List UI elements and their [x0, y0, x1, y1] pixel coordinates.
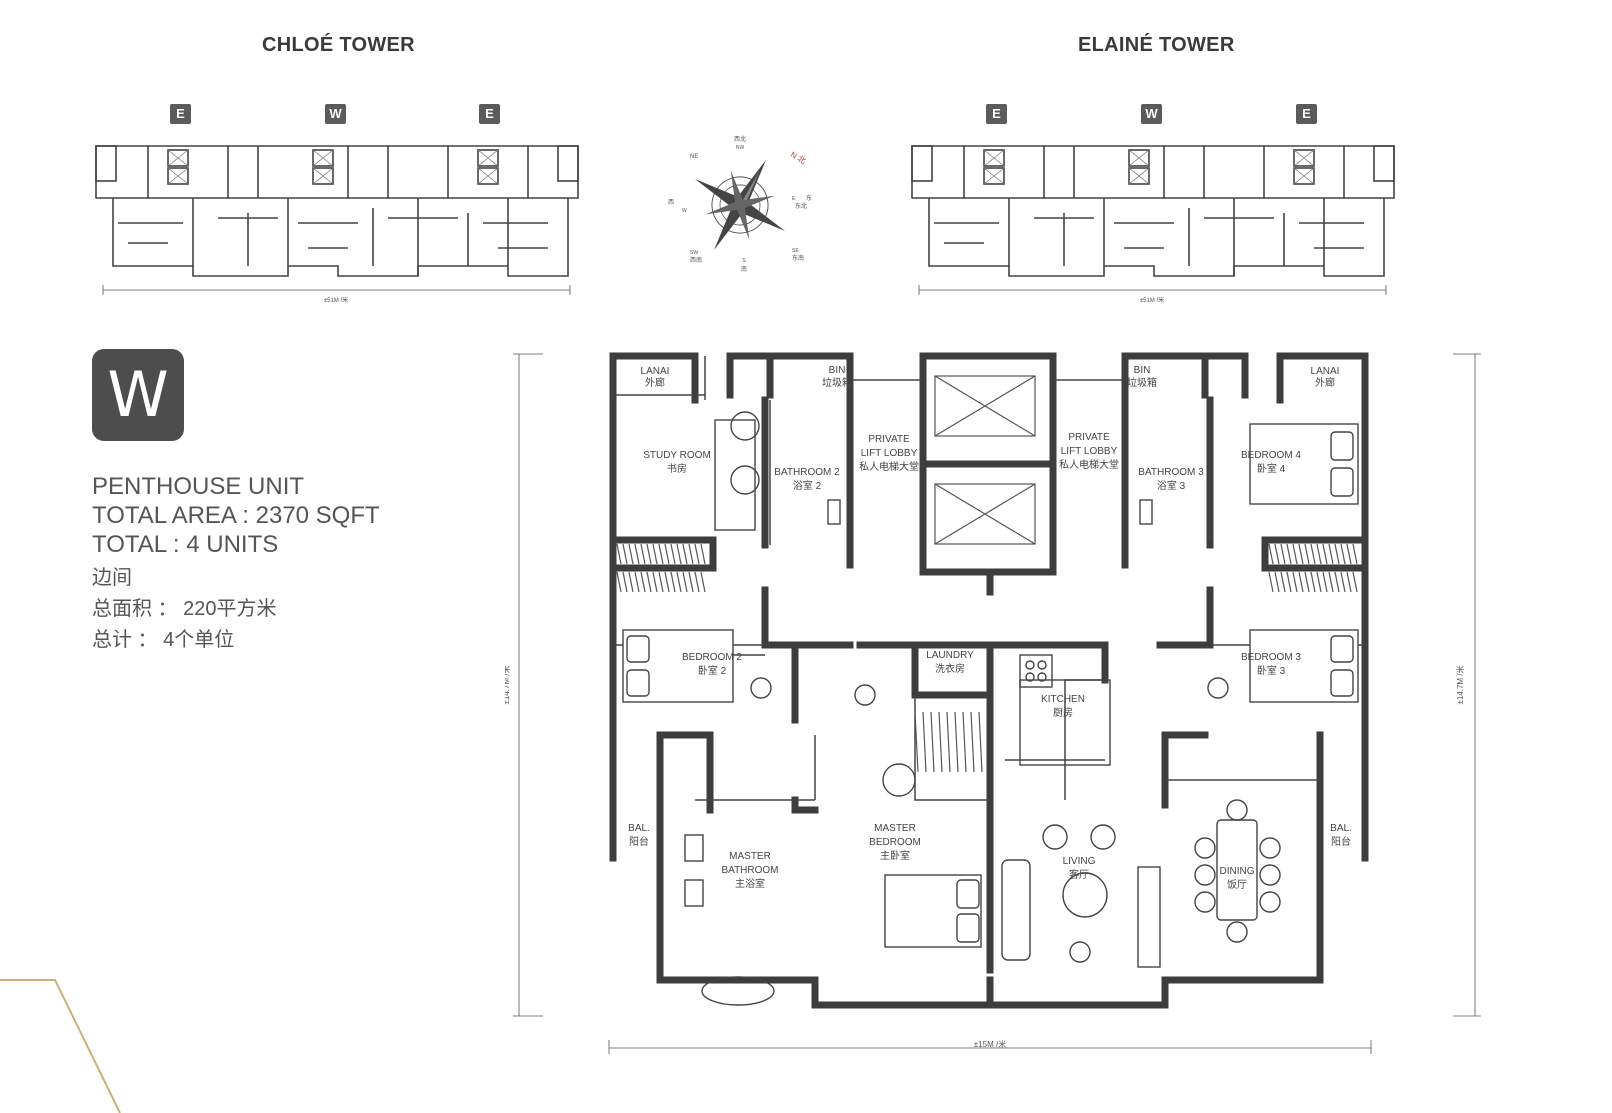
room-label-laundry: LAUNDRY [926, 650, 974, 661]
penthouse-floor-plan: ±15M /米 ±14.7M /米 ±14.7M /米 [505, 352, 1481, 1054]
plan-height-dimension: ±14.7M /米 [505, 665, 511, 704]
room-label-master-bathroom: BATHROOM [721, 865, 778, 876]
compass-label: E [792, 196, 796, 202]
unit-type: PENTHOUSE UNIT [92, 473, 305, 500]
tower-tag-east: E [986, 104, 1007, 124]
unit-type-badge: W [92, 349, 184, 441]
room-label-balcony-cn: 阳台 [1331, 835, 1351, 848]
compass-label: 西南 [690, 256, 702, 264]
tower-tag-west: W [1141, 104, 1162, 124]
room-label-bedroom-3: BEDROOM 3 [1241, 652, 1301, 663]
room-label-master-bedroom: BEDROOM [869, 837, 921, 848]
room-label-bedroom-4: BEDROOM 4 [1241, 450, 1301, 461]
room-label-lobby-cn: 私人电梯大堂 [859, 460, 919, 473]
room-label-lanai: LANAI [1311, 366, 1340, 377]
room-label-lobby: LIFT LOBBY [1061, 446, 1118, 457]
tower-tag-east: E [479, 104, 500, 124]
room-label-kitchen-cn: 厨房 [1053, 706, 1073, 719]
room-label-lobby: PRIVATE [868, 434, 910, 445]
compass-rose-icon: N 北 西北 NW NE 东北 西 W E 东 SW 西南 SE 东南 S 南 [668, 135, 812, 273]
room-label-kitchen: KITCHEN [1041, 694, 1085, 705]
plan-height-dimension: ±14.7M /米 [1455, 665, 1465, 704]
chloe-tower-title: CHLOÉ TOWER [262, 34, 415, 56]
keyplan-dimension: ±51M /米 [324, 296, 348, 304]
room-label-master-bathroom: MASTER [729, 851, 771, 862]
room-label-bedroom-3-cn: 卧室 3 [1257, 664, 1286, 677]
tower-tag-west: W [325, 104, 346, 124]
compass-label: NE [690, 154, 698, 160]
compass-label: 西北 [734, 135, 746, 143]
keyplan-dimension: ±51M /米 [1140, 296, 1164, 304]
room-label-lobby: PRIVATE [1068, 432, 1110, 443]
compass-label: 东南 [792, 254, 804, 262]
tower-tag-east: E [170, 104, 191, 124]
room-label-dining-cn: 饭厅 [1227, 879, 1247, 891]
room-label-master-bedroom: MASTER [874, 823, 916, 834]
room-label-lobby-cn: 私人电梯大堂 [1059, 458, 1119, 471]
decorative-gold-line [0, 979, 121, 1113]
room-label-lobby: LIFT LOBBY [861, 448, 918, 459]
compass-label: W [682, 208, 687, 214]
unit-total: TOTAL : 4 UNITS [92, 531, 279, 558]
room-label-balcony-cn: 阳台 [629, 835, 649, 848]
room-label-lanai: LANAI [641, 366, 670, 377]
plan-width-dimension: ±15M /米 [974, 1039, 1006, 1049]
compass-label: 东北 [795, 202, 807, 210]
room-label-bedroom-2-cn: 卧室 2 [698, 664, 727, 677]
unit-type-cn: 边间 [92, 567, 132, 589]
room-label-bathroom-3-cn: 浴室 3 [1157, 479, 1186, 492]
room-label-bathroom-2: BATHROOM 2 [774, 467, 840, 478]
unit-area: TOTAL AREA : 2370 SQFT [92, 502, 380, 529]
compass-label: SW [690, 250, 698, 256]
room-label-bedroom-2: BEDROOM 2 [682, 652, 742, 663]
room-label-living-cn: 客厅 [1069, 868, 1089, 881]
room-label-laundry-cn: 洗衣房 [935, 662, 965, 675]
compass-north-label: N 北 [789, 150, 807, 166]
room-label-master-bathroom-cn: 主浴室 [735, 877, 765, 890]
room-label-study: STUDY ROOM [643, 450, 711, 461]
compass-label: SE [792, 248, 799, 254]
elaine-tower-keyplan: ±51M /米 [911, 145, 1395, 304]
unit-area-cn: 总面积 ： 220平方米 [92, 598, 277, 620]
room-label-balcony: BAL. [628, 823, 650, 834]
compass-label: S [742, 258, 746, 264]
room-label-balcony: BAL. [1330, 823, 1352, 834]
tower-tag-east: E [1296, 104, 1317, 124]
elaine-tower-title: ELAINÉ TOWER [1078, 34, 1235, 56]
room-label-study-cn: 书房 [667, 462, 687, 475]
unit-total-cn: 总计 ： 4个单位 [92, 629, 235, 651]
room-label-lanai-cn: 外廊 [1315, 376, 1335, 389]
compass-label: 东 [806, 194, 812, 202]
compass-label: 南 [741, 265, 747, 273]
compass-label: 西 [668, 199, 674, 206]
room-label-bin: BIN [829, 365, 846, 376]
compass-label: NW [736, 145, 745, 151]
room-label-bathroom-2-cn: 浴室 2 [793, 479, 822, 492]
room-label-dining: DINING [1220, 866, 1255, 877]
room-label-master-bedroom-cn: 主卧室 [880, 849, 910, 862]
chloe-tower-keyplan: ±51M /米 [95, 145, 579, 304]
room-label-bathroom-3: BATHROOM 3 [1138, 467, 1204, 478]
room-label-bin: BIN [1134, 365, 1151, 376]
room-label-bin-cn: 垃圾箱 [1127, 376, 1157, 389]
room-label-living: LIVING [1063, 856, 1096, 867]
room-label-bin-cn: 垃圾箱 [822, 376, 852, 389]
room-label-lanai-cn: 外廊 [645, 376, 665, 389]
room-label-bedroom-4-cn: 卧室 4 [1257, 462, 1286, 475]
